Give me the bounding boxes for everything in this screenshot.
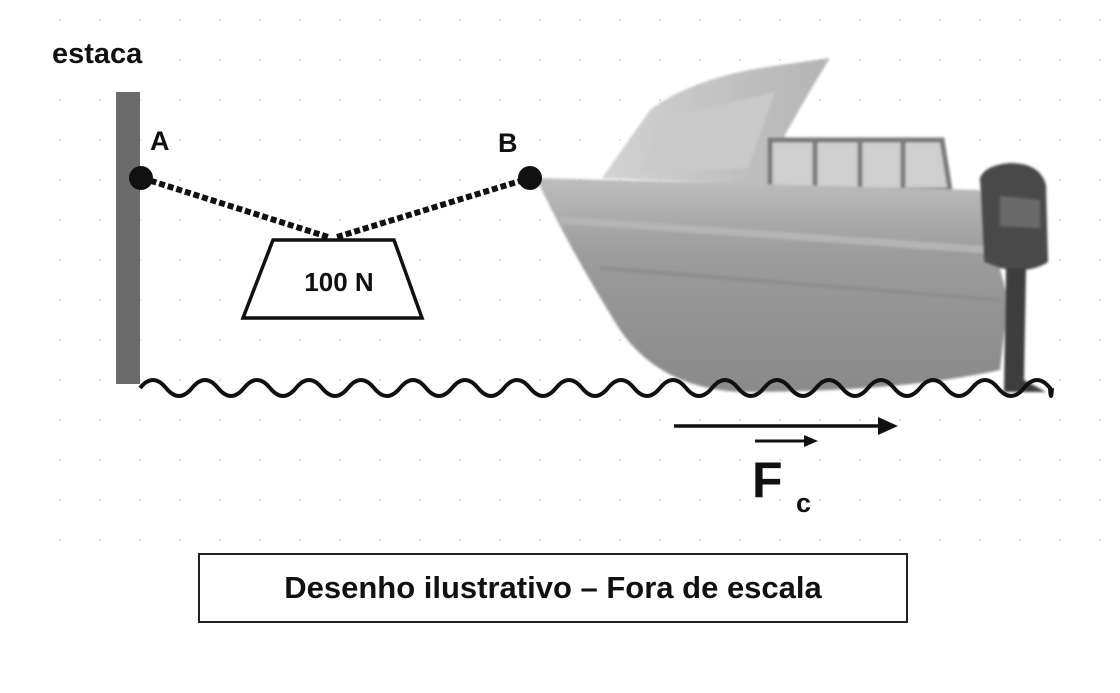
weight-label: 100 N (304, 267, 373, 297)
force-subscript: c (796, 488, 811, 518)
boat-windshield-glass (640, 92, 775, 172)
point-a-label: A (150, 126, 170, 156)
force-arrow (674, 417, 898, 435)
rope-b (336, 175, 531, 240)
point-a-dot (129, 166, 153, 190)
point-b-dot (518, 166, 542, 190)
point-b-label: B (498, 128, 518, 158)
boat (536, 58, 1048, 392)
stake-pole (116, 92, 140, 384)
stake-label: estaca (52, 38, 143, 70)
boat-hull (536, 178, 1008, 392)
force-vector-symbol: F c (752, 435, 818, 518)
force-symbol-letter: F (752, 452, 783, 508)
water-line (138, 378, 1054, 398)
caption-box: Desenho ilustrativo – Fora de escala (198, 553, 908, 623)
outboard-motor-shaft (1004, 268, 1046, 392)
rope-a (141, 175, 329, 240)
weight-block (240, 238, 425, 320)
